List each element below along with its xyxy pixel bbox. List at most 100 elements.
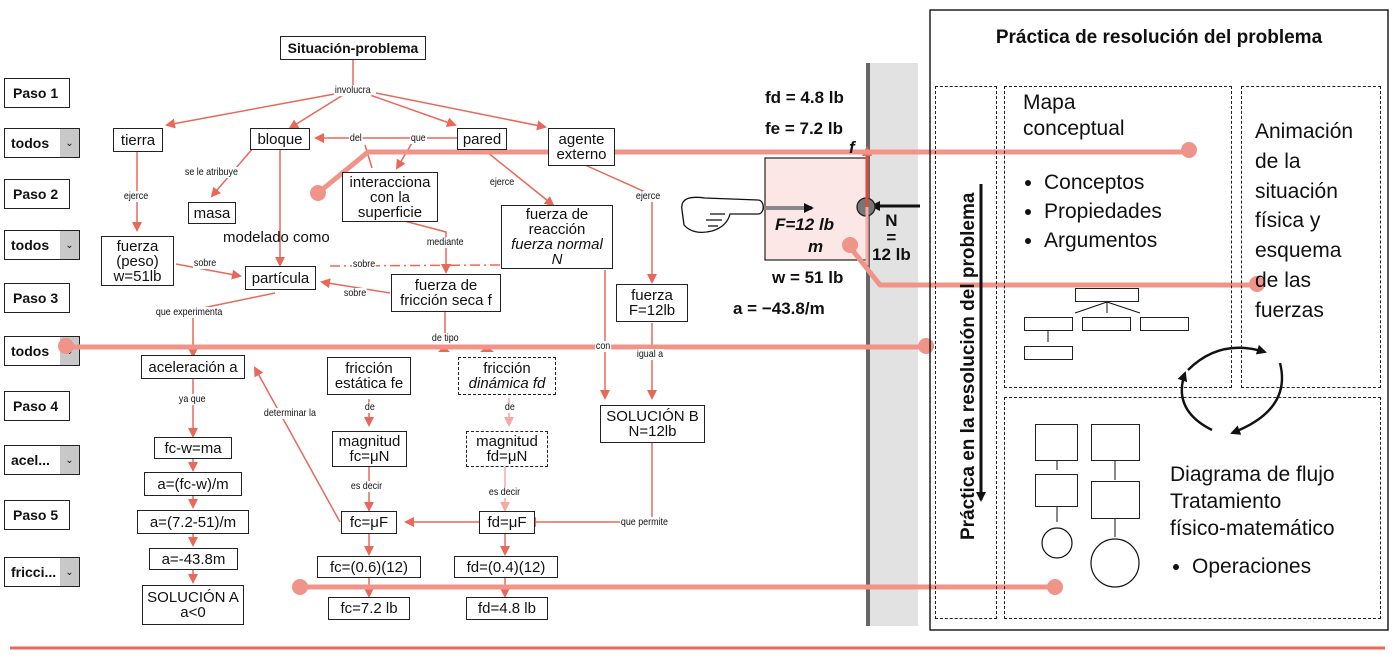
arrow [165,92,341,129]
step-button[interactable]: Paso 5 [4,500,70,530]
link-label: del [349,132,363,144]
animacion-text: Animación de la situación física y esque… [1255,120,1354,322]
link-label: igual a [636,348,665,360]
node-fd-calc[interactable]: fd=(0.4)(12) [454,556,558,578]
mapa-title: Mapa conceptual [1023,91,1125,140]
node-pared[interactable]: pared [457,128,507,150]
node-solucion-b[interactable]: SOLUCIÓN B N=12lb [600,405,705,443]
arrow [288,94,344,130]
node-particula[interactable]: partícula [245,266,316,290]
flujo-bullets: Operaciones [1170,553,1311,580]
step-filter-select[interactable]: fricci...⌄ [4,557,80,587]
link-label: que [410,132,427,144]
link-label: ejerce [635,190,662,202]
node-eq3[interactable]: a=(7.2-51)/m [137,510,249,534]
node-text: dinámica fd [468,375,546,392]
link-label: es decir [488,486,521,498]
select-value: todos [11,135,50,151]
arrow [364,144,373,169]
step-button[interactable]: Paso 1 [4,78,70,108]
node-text: fuerza de reacción [525,206,589,238]
node-fd-result[interactable]: fd=4.8 lb [466,597,548,620]
step-button[interactable]: Paso 3 [4,283,70,313]
practice-panel-border [929,9,1389,631]
node-aceleracion[interactable]: aceleración a [141,355,245,379]
mini-node [1082,317,1131,331]
node-eq4[interactable]: a=-43.8m [149,548,238,570]
pointing-hand-icon [681,196,764,233]
step-filter-select[interactable]: acel... ⌄ [4,445,80,475]
node-solucion-a[interactable]: SOLUCIÓN A a<0 [142,585,244,625]
step-filter-select[interactable]: todos ⌄ [4,128,80,158]
node-fuerza-reaccion[interactable]: fuerza de reacción fuerza normal N [501,205,613,269]
node-magnitud-c[interactable]: magnitud fc=μN [332,431,407,467]
bullet-item: Conceptos [1044,168,1162,197]
node-text: N [551,251,563,268]
select-value: todos [11,237,50,253]
mini-node [1024,346,1073,360]
node-agente-externo[interactable]: agente externo [548,128,615,166]
bullet-item: Argumentos [1044,226,1162,255]
link-label: ejerce [123,190,150,202]
node-bloque[interactable]: bloque [250,128,310,150]
node-situacion-problema[interactable]: Situación-problema [280,36,426,60]
chevron-down-icon[interactable]: ⌄ [60,558,79,586]
link-label: que experimenta [155,306,224,318]
node-masa[interactable]: masa [188,202,236,224]
chevron-down-icon[interactable]: ⌄ [60,446,79,474]
arrow [481,147,555,207]
arrow [392,217,451,274]
node-text: fuerza [631,287,673,304]
node-eq2[interactable]: a=(fc-w)/m [144,472,242,496]
bullet-item: Operaciones [1192,553,1311,580]
arrow [369,94,457,128]
node-tierra[interactable]: tierra [113,128,163,152]
node-interacciona[interactable]: interacciona con la superficie [342,172,438,222]
node-eq1[interactable]: fc-w=ma [154,437,232,459]
fd-value: fd = 4.8 lb [765,88,844,107]
link-label: sobre [343,287,368,299]
node-fuerza-peso[interactable]: fuerza (peso) w=51lb [101,236,174,286]
mini-node [1024,317,1073,331]
link-label: involucra [334,84,372,96]
arrow [320,278,391,294]
weight-label: w = 51 lb [772,268,844,287]
force-F-label: F=12 lb [775,215,835,234]
step-button[interactable]: Paso 2 [4,179,70,209]
vertical-label: Práctica en la resolución del problema [958,192,979,540]
node-friccion-dinamica[interactable]: fricción dinámica fd [458,357,556,395]
link-label: con [595,340,612,352]
node-fuerza-F[interactable]: fuerza F=12lb [616,284,688,322]
step-button[interactable]: Paso 4 [4,391,70,421]
flujo-section [1004,397,1381,619]
chevron-down-icon[interactable]: ⌄ [60,129,79,157]
node-friccion-estatica[interactable]: fricción estática fe [327,357,411,395]
link-label: ya que [178,393,207,405]
link-label: sobre [352,258,377,270]
node-fd-muF[interactable]: fd=μF [479,511,535,534]
node-fc-muF[interactable]: fc=μF [341,511,397,534]
mini-node [1091,424,1140,461]
select-value: acel... [11,452,50,468]
link-label: de [364,401,376,413]
mini-node [1075,288,1139,302]
link-label: modelado como [223,229,330,246]
chevron-down-icon[interactable]: ⌄ [60,231,79,259]
node-magnitud-d[interactable]: magnitud fd=μN [466,431,548,467]
link-label: sobre [193,257,218,269]
link-label: de [504,401,516,413]
node-fc-result[interactable]: fc=7.2 lb [328,597,410,620]
node-friccion-seca[interactable]: fuerza de fricción seca f [391,274,501,312]
node-fc-calc[interactable]: fc=(0.6)(12) [317,556,421,578]
link-label: es decir [350,480,383,492]
mini-node [1035,424,1078,461]
flujo-text: Diagrama de flujo Tratamiento físico-mat… [1170,463,1335,540]
cycle-arrows-icon [1177,344,1284,435]
acceleration-label: a = −43.8/m [733,299,825,318]
select-value: fricci... [11,564,57,580]
link-label: que permite [620,516,669,528]
link-label: determinar la [263,407,317,419]
step-filter-select[interactable]: todos ⌄ [4,230,80,260]
mini-node [1091,481,1140,519]
